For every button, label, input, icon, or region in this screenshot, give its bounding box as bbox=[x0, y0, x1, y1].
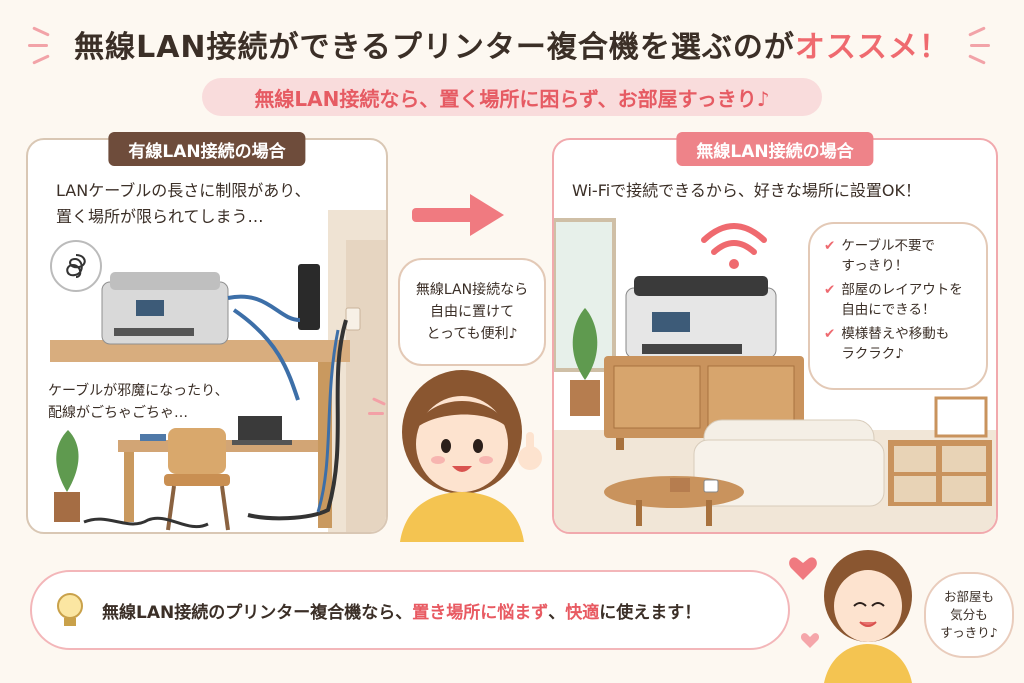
wired-header: 有線LAN接続の場合 bbox=[108, 132, 306, 166]
wired-caption: ケーブルが邪魔になったり、 配線がごちゃごちゃ… bbox=[48, 380, 229, 424]
bubble-line: 無線LAN接続なら bbox=[415, 282, 529, 298]
benefit-text: 部屋のレイアウトを bbox=[841, 282, 963, 298]
wired-text-line: 置く場所が限られてしまう… bbox=[56, 207, 264, 226]
wired-caption-line: 配線がごちゃごちゃ… bbox=[48, 405, 188, 421]
lightbulb-icon bbox=[57, 593, 83, 626]
bubble-line: お部屋も bbox=[943, 589, 994, 604]
heart-icon bbox=[789, 557, 817, 580]
title-main: 無線LAN接続ができるプリンター複合機を選ぶのが bbox=[74, 30, 795, 65]
benefit-text: 自由にできる！ bbox=[841, 302, 936, 318]
banner-text: 無線LAN接続のプリンター複合機なら、 bbox=[102, 602, 413, 623]
benefit-text: 模様替えや移動も bbox=[841, 326, 950, 342]
wired-text-line: LANケーブルの長さに制限があり、 bbox=[56, 181, 311, 200]
tangle-icon bbox=[66, 254, 86, 278]
girl-pointing-illustration bbox=[400, 370, 542, 542]
bubble-line: 気分も bbox=[950, 607, 988, 622]
benefit-text: ラクラク♪ bbox=[841, 346, 904, 362]
wired-illustration bbox=[50, 210, 386, 532]
wifi-icon bbox=[701, 223, 767, 269]
tangle-thought-bubble bbox=[50, 240, 102, 292]
banner-text: に使えます！ bbox=[599, 602, 702, 623]
bubble-line: とっても便利♪ bbox=[426, 326, 518, 342]
page-title: 無線LAN接続ができるプリンター複合機を選ぶのがオススメ！ bbox=[0, 22, 1024, 66]
sparkle-line bbox=[970, 44, 990, 47]
wireless-room-illustration bbox=[554, 218, 996, 532]
center-speech-bubble: 無線LAN接続なら 自由に置けて とっても便利♪ bbox=[398, 258, 546, 366]
wireless-header-label: 無線LAN接続の場合 bbox=[696, 141, 854, 162]
benefit-item: ✔ ケーブル不要ですっきり！ bbox=[824, 236, 976, 276]
banner-highlight: 置き場所に悩まず bbox=[412, 602, 549, 623]
subtitle-pill: 無線LAN接続なら、置く場所に困らず、お部屋すっきり♪ bbox=[202, 78, 822, 116]
wired-panel: LANケーブルの長さに制限があり、 置く場所が限られてしまう… bbox=[26, 138, 388, 534]
subtitle-text: 無線LAN接続なら、置く場所に困らず、お部屋すっきり♪ bbox=[254, 86, 770, 111]
wired-caption-line: ケーブルが邪魔になったり、 bbox=[48, 383, 229, 399]
banner-text: 、 bbox=[548, 602, 566, 623]
small-speech-bubble: お部屋も 気分も すっきり♪ bbox=[924, 572, 1014, 658]
benefit-item: ✔ 模様替えや移動もラクラク♪ bbox=[824, 324, 976, 364]
benefits-bubble: ✔ ケーブル不要ですっきり！ ✔ 部屋のレイアウトを自由にできる！ ✔ 模様替え… bbox=[808, 222, 988, 390]
sparkle-line bbox=[368, 412, 384, 415]
bottom-banner: 無線LAN接続のプリンター複合機なら、置き場所に悩まず、快適に使えます！ bbox=[30, 570, 790, 650]
wired-description: LANケーブルの長さに制限があり、 置く場所が限られてしまう… bbox=[56, 178, 311, 230]
check-icon: ✔ bbox=[824, 282, 836, 298]
arrow-right-icon bbox=[412, 194, 504, 236]
bubble-line: 自由に置けて bbox=[430, 304, 514, 320]
benefit-text: すっきり！ bbox=[841, 258, 909, 274]
sparkle-line bbox=[28, 44, 48, 47]
banner-highlight: 快適 bbox=[565, 602, 600, 623]
girl-happy-illustration bbox=[824, 550, 912, 683]
wireless-description: Wi-Fiで接続できるから、好きな場所に設置OK！ bbox=[572, 181, 921, 200]
benefit-item: ✔ 部屋のレイアウトを自由にできる！ bbox=[824, 280, 976, 320]
wireless-header: 無線LAN接続の場合 bbox=[676, 132, 874, 166]
title-accent: オススメ！ bbox=[794, 30, 950, 65]
benefit-text: ケーブル不要で bbox=[841, 238, 936, 254]
heart-icon bbox=[800, 633, 820, 648]
wired-header-label: 有線LAN接続の場合 bbox=[128, 141, 286, 162]
check-icon: ✔ bbox=[824, 326, 836, 342]
bubble-line: すっきり♪ bbox=[940, 625, 998, 640]
check-icon: ✔ bbox=[824, 238, 836, 254]
